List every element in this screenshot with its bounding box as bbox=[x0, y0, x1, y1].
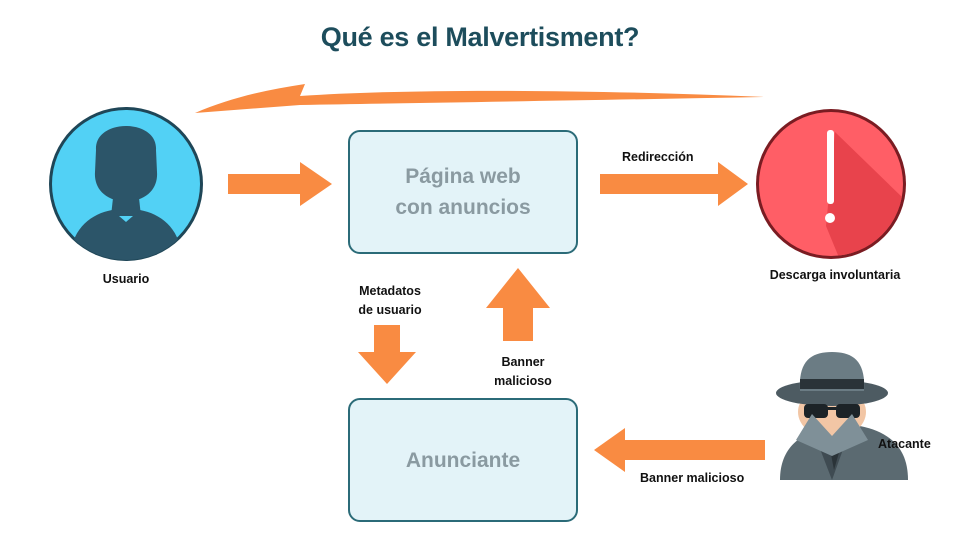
attacker-label: Atacante bbox=[878, 437, 931, 451]
spy-attacker-icon bbox=[776, 352, 908, 480]
arrow-user-to-webpage bbox=[228, 162, 332, 206]
banner-up-label-line2: malicioso bbox=[494, 374, 552, 388]
page-title: Qué es el Malvertisment? bbox=[320, 22, 640, 52]
banner-up-label: Banner malicioso bbox=[483, 353, 563, 391]
arrow-metadata-down bbox=[358, 325, 416, 384]
download-label: Descarga involuntaria bbox=[769, 268, 901, 282]
arrow-attacker-to-advertiser bbox=[594, 428, 765, 472]
banner-attacker-label: Banner malicioso bbox=[640, 471, 745, 485]
return-arrow bbox=[195, 84, 765, 113]
user-label: Usuario bbox=[102, 272, 150, 286]
advertiser-box: Anunciante bbox=[348, 398, 578, 522]
arrow-redirect bbox=[600, 162, 748, 206]
webpage-label-line2: con anuncios bbox=[395, 196, 531, 219]
webpage-box: Página web con anuncios bbox=[348, 130, 578, 254]
advertiser-label: Anunciante bbox=[405, 448, 521, 472]
warning-exclamation-icon bbox=[756, 109, 906, 259]
metadata-label: Metadatos de usuario bbox=[350, 282, 430, 320]
arrow-banner-up bbox=[486, 268, 550, 341]
banner-up-label-line1: Banner bbox=[501, 355, 545, 369]
user-avatar-icon bbox=[49, 107, 203, 261]
metadata-label-line2: de usuario bbox=[358, 303, 422, 317]
redirect-label: Redirección bbox=[622, 150, 694, 164]
metadata-label-line1: Metadatos bbox=[359, 284, 421, 298]
webpage-label-line1: Página web bbox=[405, 165, 521, 188]
